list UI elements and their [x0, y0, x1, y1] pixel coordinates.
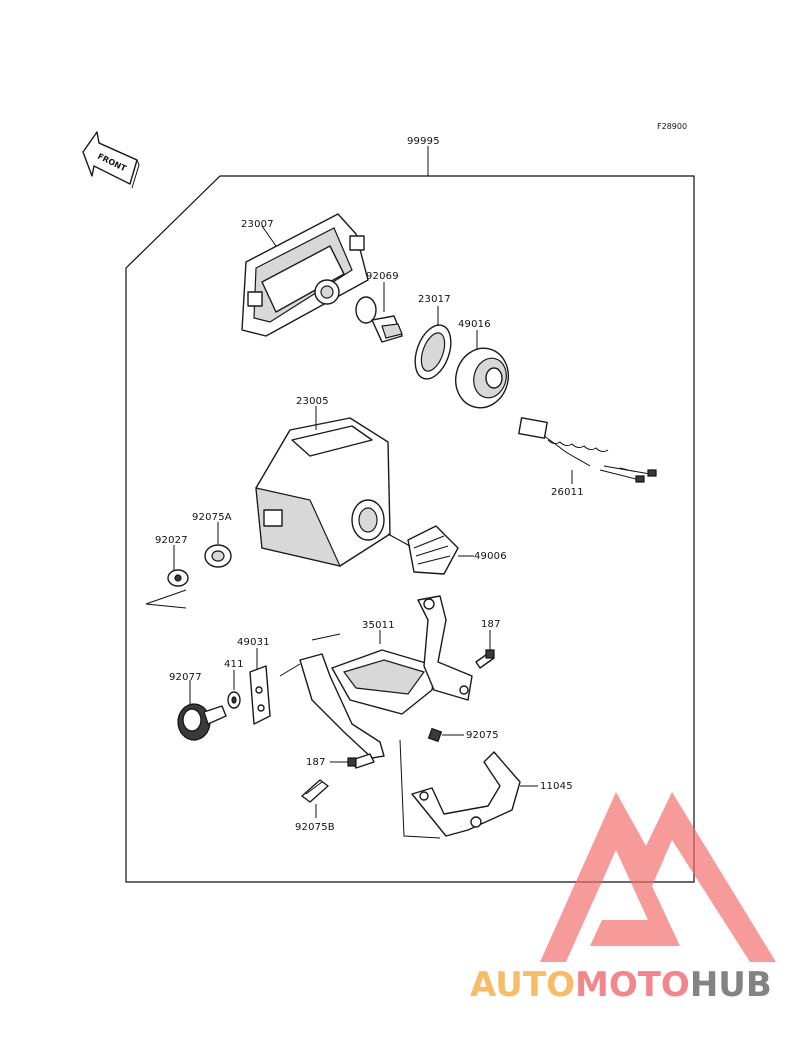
bolt-upper: 187 [475, 619, 501, 669]
stay-bracket: 11045 [399, 739, 573, 839]
wiring-harness: 26011 [518, 417, 657, 498]
mounting-bracket: 35011 [279, 595, 473, 759]
socket-cover: 49016 [455, 319, 509, 409]
watermark-moto: MOTO [575, 965, 690, 1005]
callout-92075A: 92075A [192, 512, 232, 523]
callout-49031: 49031 [237, 637, 270, 648]
callout-49006: 49006 [474, 551, 507, 562]
figure-reference: F28900 [657, 122, 687, 131]
callout-92075: 92075 [466, 730, 499, 741]
svg-text:AUTOMOTOHUB: AUTOMOTOHUB [470, 965, 772, 1005]
grommet-a: 92075A [192, 512, 232, 568]
headlight-lens-unit: 23007 [241, 213, 369, 337]
collar: 92027 [145, 535, 189, 609]
callout-23005: 23005 [296, 396, 329, 407]
callout-411: 411 [224, 659, 244, 670]
callout-26011: 26011 [551, 487, 584, 498]
callout-92069: 92069 [366, 271, 399, 282]
front-arrow-icon: FRONT [82, 131, 140, 189]
callout-11045: 11045 [540, 781, 573, 792]
callout-35011: 35011 [362, 620, 395, 631]
callout-187-lower: 187 [306, 757, 326, 768]
callout-49016: 49016 [458, 319, 491, 330]
washer: 411 [224, 659, 244, 709]
callout-92075B: 92075B [295, 822, 335, 833]
callout-23017: 23017 [418, 294, 451, 305]
callout-187-upper: 187 [481, 619, 501, 630]
callout-92077: 92077 [169, 672, 202, 683]
damper-plate: 49031 [237, 637, 271, 725]
watermark-auto: AUTO [470, 965, 575, 1005]
watermark-hub: HUB [690, 965, 772, 1005]
watermark-logo: AUTOMOTOHUB [470, 792, 776, 1005]
callout-23007: 23007 [241, 219, 274, 230]
retaining-ring: 23017 [414, 294, 452, 380]
rubber-boot: 49006 [387, 525, 507, 575]
bolt-lower: 187 [306, 753, 375, 769]
callout-92027: 92027 [155, 535, 188, 546]
adjusting-knob: 92077 [169, 672, 227, 741]
clip: 92075B [295, 779, 335, 833]
grommet: 92075 [427, 727, 499, 743]
callout-99995: 99995 [407, 136, 440, 147]
assembly-frame: 99995 [125, 136, 695, 883]
headlight-housing: 23005 [255, 396, 391, 567]
headlight-bulb: 92069 [355, 271, 403, 343]
